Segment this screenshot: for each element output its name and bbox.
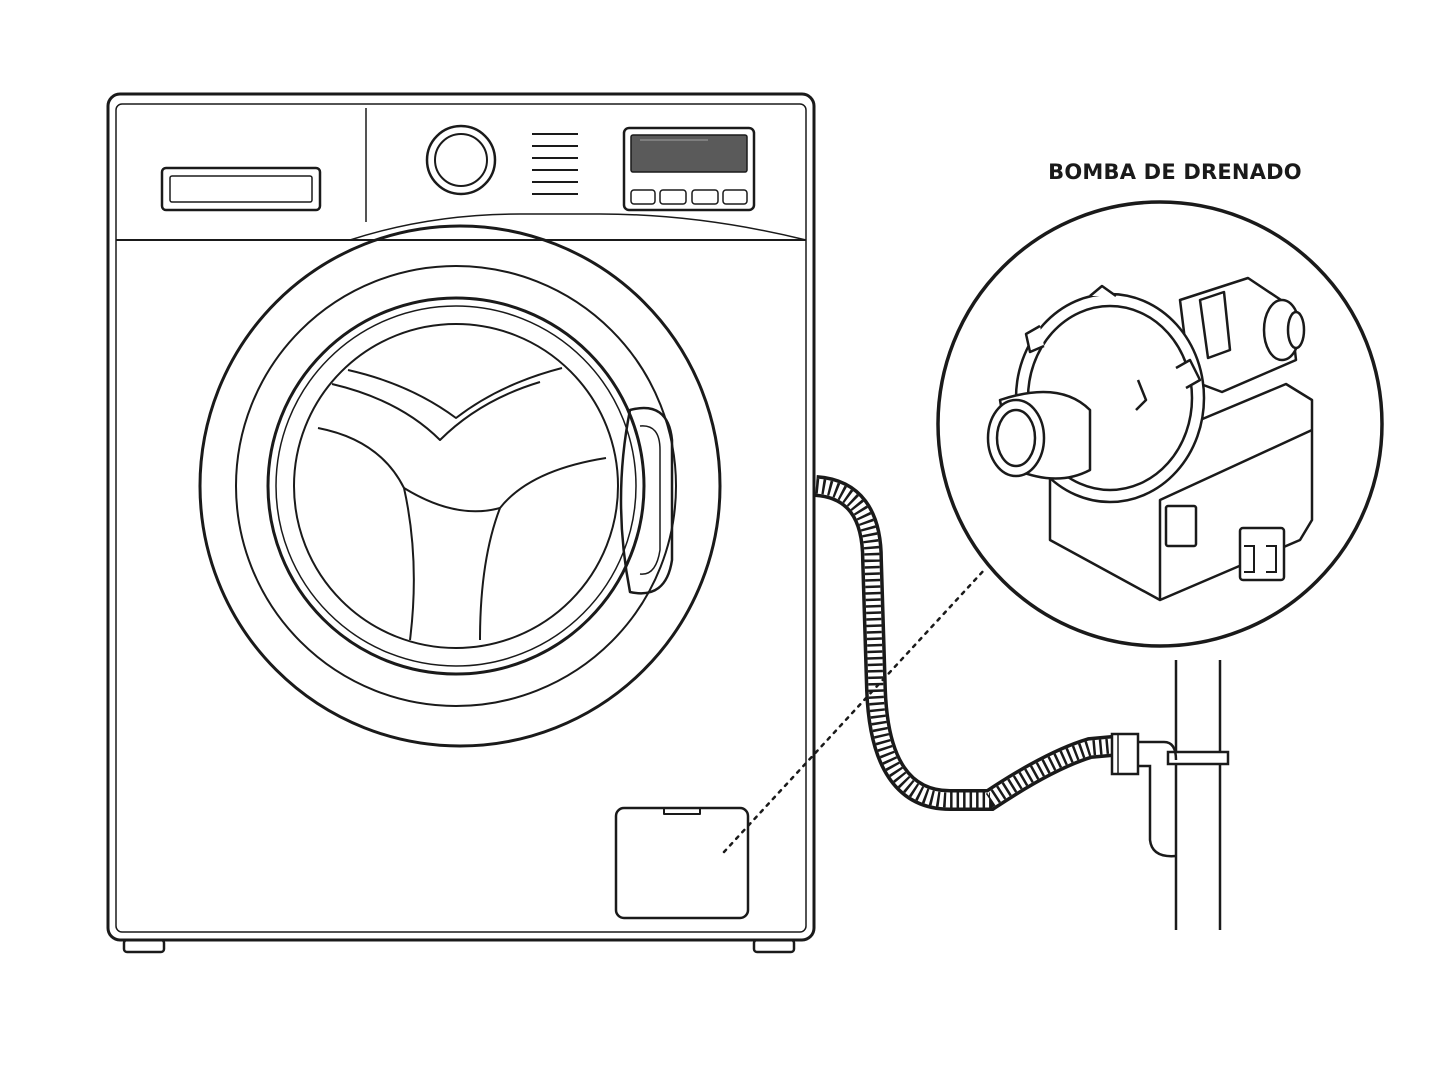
standpipe [1110, 660, 1230, 930]
machine-inner-edge [115, 103, 807, 933]
foot-left [122, 938, 166, 954]
program-dial-icon [425, 124, 497, 196]
program-list-lines [532, 133, 578, 195]
panel-button-1 [630, 189, 656, 205]
display-screen [630, 134, 748, 173]
filter-cover [614, 806, 750, 920]
panel-button-4 [722, 189, 748, 205]
foot-right [752, 938, 796, 954]
panel-button-2 [659, 189, 687, 205]
washing-machine [106, 92, 816, 954]
detergent-drawer [160, 166, 322, 212]
panel-button-3 [691, 189, 719, 205]
pump-callout-label: BOMBA DE DRENADO [1048, 160, 1302, 184]
drain-hose [814, 475, 1113, 811]
pump-connector [1244, 545, 1277, 573]
door [198, 224, 722, 748]
leader-line [722, 566, 988, 854]
drum-lifters [317, 367, 607, 641]
machine-cabinet [106, 92, 816, 942]
door-handle [619, 406, 674, 595]
display-panel [622, 126, 756, 212]
